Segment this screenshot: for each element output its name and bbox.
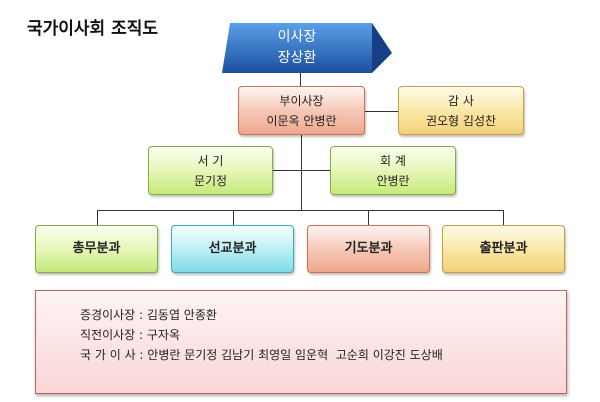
vice-name: 이문옥 안병란 — [266, 113, 337, 128]
members-notes: 증경이사장 : 김동엽 안종환 직전이사장 : 구자옥 국 가 이 사 : 안병… — [35, 290, 567, 394]
connector — [301, 135, 302, 210]
connector — [368, 210, 369, 225]
chairman-name: 장상환 — [277, 50, 317, 66]
dept-general-affairs: 총무분과 — [35, 225, 158, 273]
accounting-role: 회 계 — [380, 153, 406, 168]
connector — [365, 111, 398, 112]
dept-mission: 선교분과 — [171, 225, 294, 273]
audit-name: 권오형 김성찬 — [425, 113, 497, 128]
dept-label: 총무분과 — [72, 241, 121, 256]
chairman-box: 이사장 장상환 — [222, 23, 392, 73]
secretary-box: 서 기 문기정 — [148, 146, 273, 195]
dept-prayer: 기도분과 — [307, 225, 430, 273]
audit-role: 감 사 — [448, 93, 474, 108]
connector — [97, 210, 98, 225]
audit-box: 감 사 권오형 김성찬 — [398, 86, 524, 135]
note-previous-chairman: 직전이사장 : 구자옥 — [80, 328, 180, 342]
dept-label: 출판분과 — [479, 241, 528, 256]
connector — [300, 72, 301, 86]
vice-role: 부이사장 — [279, 93, 324, 108]
dept-label: 선교분과 — [208, 241, 257, 256]
secretary-role: 서 기 — [197, 153, 224, 168]
accounting-box: 회 계 안병란 — [330, 146, 456, 195]
page-title: 국가이사회 조직도 — [27, 19, 159, 39]
accounting-name: 안병란 — [376, 173, 410, 188]
chairman-role: 이사장 — [277, 29, 317, 45]
secretary-name: 문기정 — [193, 173, 228, 188]
connector — [273, 170, 330, 171]
dept-publishing: 출판분과 — [442, 225, 565, 273]
connector — [503, 210, 504, 225]
dept-label: 기도분과 — [344, 241, 393, 256]
connector — [233, 210, 234, 225]
note-former-chairmen: 증경이사장 : 김동엽 안종환 — [80, 308, 217, 322]
connector — [97, 210, 504, 211]
vice-chairman-box: 부이사장 이문옥 안병란 — [238, 86, 365, 135]
note-national-directors: 국 가 이 사 : 안병란 문기정 김남기 최영일 임운혁 고순희 이강진 도상… — [80, 348, 443, 362]
